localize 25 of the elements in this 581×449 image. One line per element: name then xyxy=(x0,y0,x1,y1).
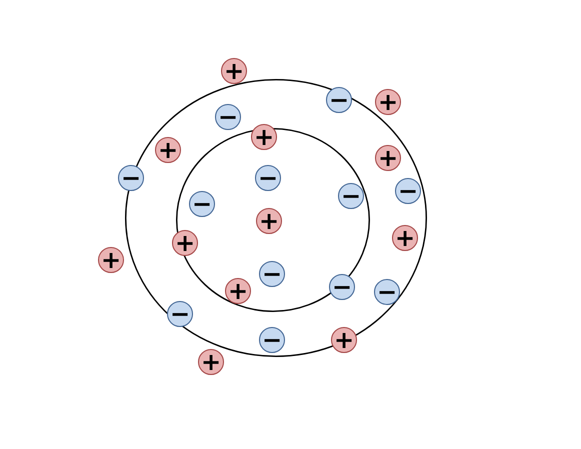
charge-circle: + xyxy=(375,145,401,171)
charge-circle: − xyxy=(329,274,355,300)
charge-circle: − xyxy=(326,87,352,113)
charge-circle: + xyxy=(375,89,401,115)
charge-circle: + xyxy=(172,230,198,256)
charge-circle: − xyxy=(167,301,193,327)
ellipse-outline xyxy=(125,79,427,357)
charge-circle: − xyxy=(374,279,400,305)
charge-circle: + xyxy=(155,137,181,163)
charge-circle: − xyxy=(189,191,215,217)
charge-circle: + xyxy=(225,278,251,304)
charge-circle: − xyxy=(338,183,364,209)
charge-circle: + xyxy=(198,349,224,375)
charge-circle: − xyxy=(395,178,421,204)
charge-circle: − xyxy=(215,104,241,130)
charge-circle: − xyxy=(259,261,285,287)
charge-circle: + xyxy=(392,225,418,251)
charge-circle: − xyxy=(259,327,285,353)
charge-circle: + xyxy=(256,208,282,234)
charge-circle: − xyxy=(255,165,281,191)
charge-circle: + xyxy=(331,327,357,353)
charge-circle: + xyxy=(221,58,247,84)
charge-circle: + xyxy=(251,124,277,150)
charge-circle: − xyxy=(118,165,144,191)
charge-circle: + xyxy=(98,247,124,273)
